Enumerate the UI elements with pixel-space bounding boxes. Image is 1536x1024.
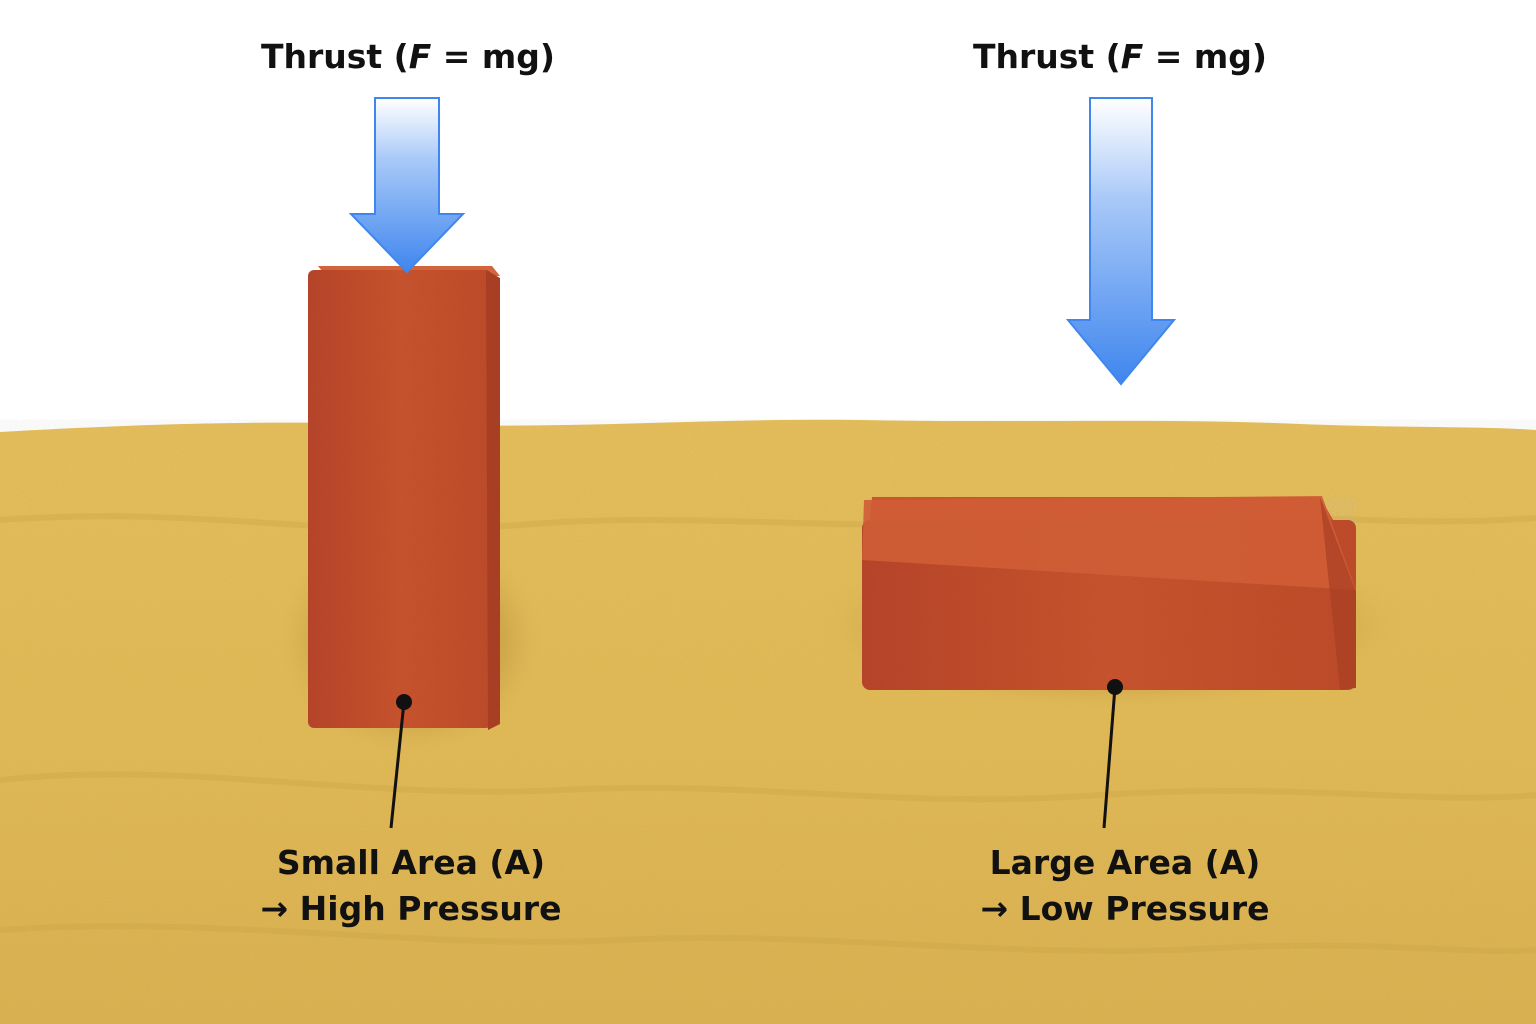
right-thrust-suffix: = mg) — [1143, 37, 1268, 76]
left-area-caption: Small Area (A) → High Pressure — [256, 840, 566, 932]
right-thrust-arrow — [1065, 97, 1177, 386]
left-thrust-suffix: = mg) — [431, 37, 556, 76]
left-thrust-arrow — [348, 97, 466, 274]
right-area-caption: Large Area (A) → Low Pressure — [970, 840, 1280, 932]
left-brick — [308, 266, 500, 730]
right-brick — [862, 496, 1356, 690]
left-thrust-prefix: Thrust ( — [260, 37, 409, 76]
left-pressure-label: → High Pressure — [260, 889, 562, 928]
left-thrust-symbol: F — [408, 37, 432, 76]
right-area-pointer — [1102, 679, 1123, 829]
right-area-label: Large Area (A) — [989, 843, 1261, 882]
right-pressure-label: → Low Pressure — [980, 889, 1270, 928]
left-area-pointer — [389, 694, 412, 829]
right-thrust-symbol: F — [1120, 37, 1144, 76]
right-thrust-label: Thrust (F = mg) — [970, 34, 1270, 80]
left-thrust-label: Thrust (F = mg) — [258, 34, 558, 80]
right-thrust-prefix: Thrust ( — [972, 37, 1121, 76]
left-area-label: Small Area (A) — [276, 843, 546, 882]
